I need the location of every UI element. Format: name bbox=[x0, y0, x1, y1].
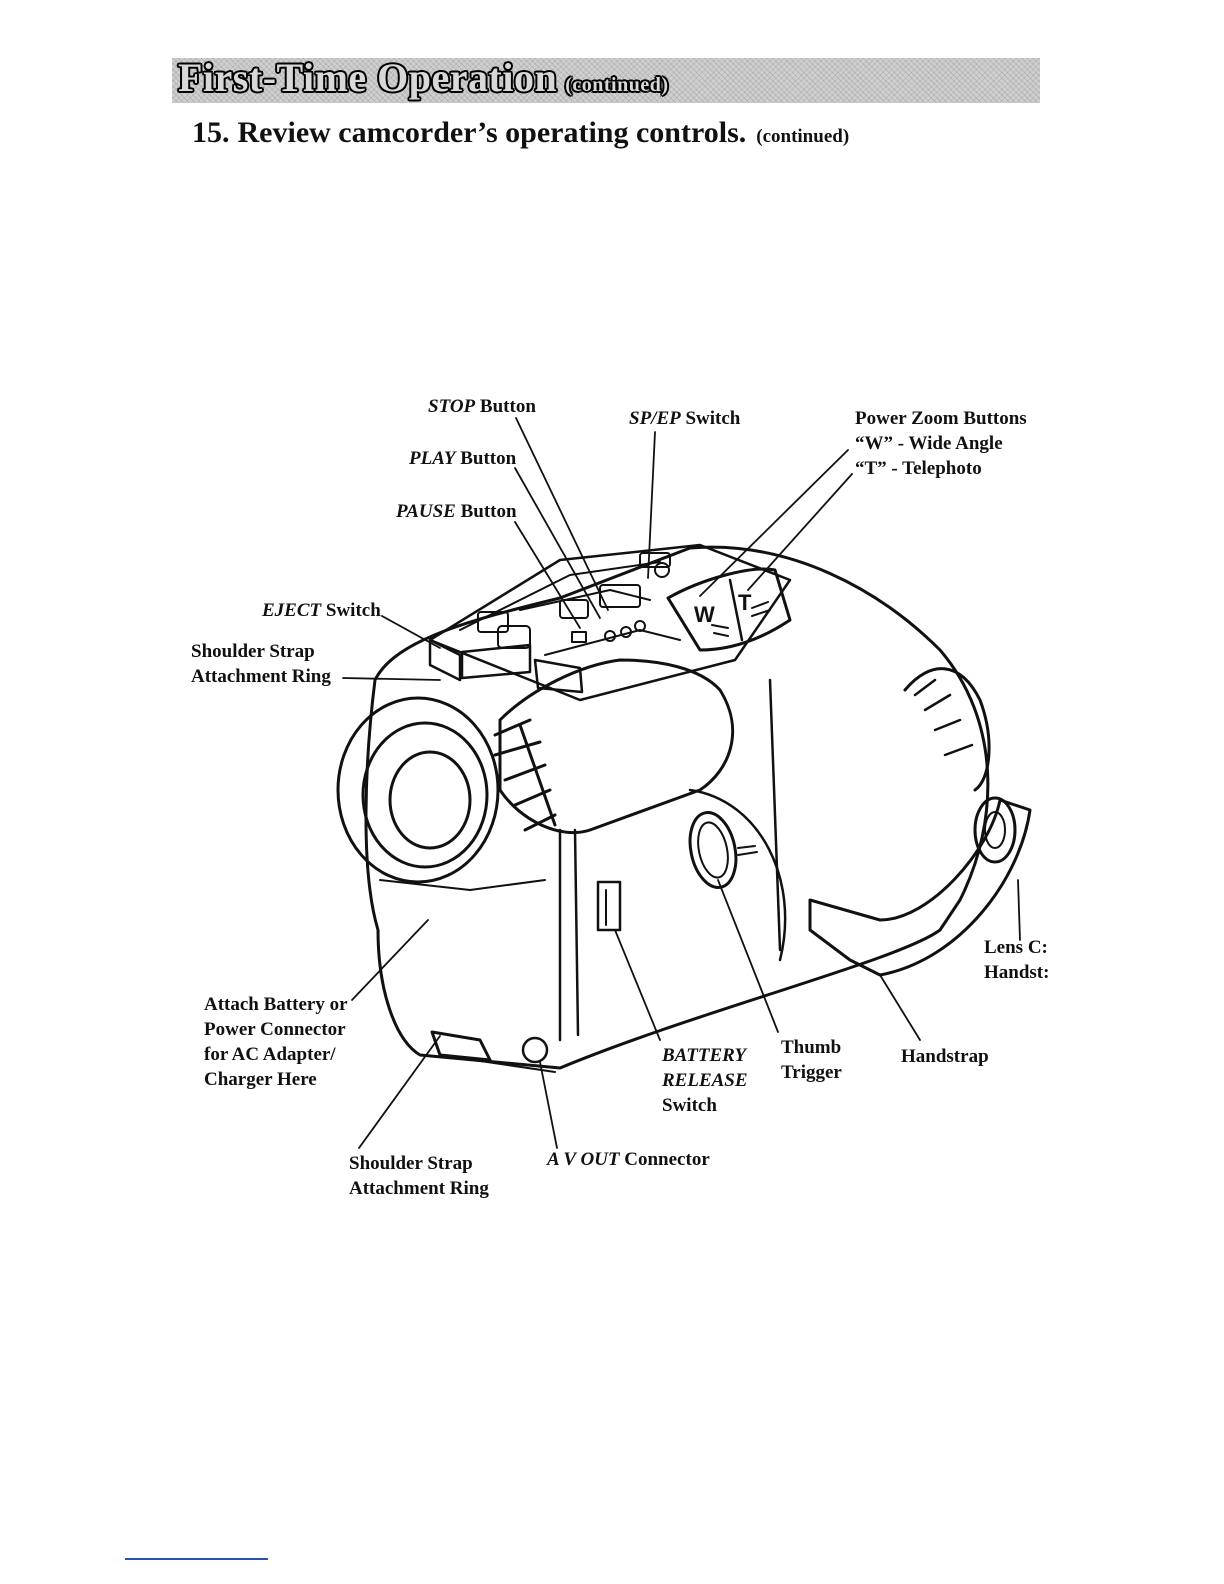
label-battery-attach-line2: Power Connector bbox=[204, 1019, 346, 1040]
label-battery-release: BATTERY RELEASE Switch bbox=[662, 1043, 748, 1118]
label-shoulder-top-line2: Attachment Ring bbox=[191, 666, 331, 687]
label-handstrap: Handstrap bbox=[901, 1046, 989, 1067]
label-pause-button: PAUSE Button bbox=[396, 499, 517, 524]
label-lens-cap-line2: Handst: bbox=[984, 962, 1050, 983]
label-stop-button: STOP Button bbox=[428, 394, 536, 419]
section-title: First-Time Operation (continued) bbox=[178, 54, 669, 101]
label-battery-attach-line4: Charger Here bbox=[204, 1069, 317, 1090]
label-battery-release-line2: RELEASE bbox=[662, 1070, 748, 1091]
step-heading-continued: (continued) bbox=[756, 126, 850, 147]
label-battery-release-line1: BATTERY bbox=[662, 1045, 747, 1066]
label-zoom-line3: “T” - Telephoto bbox=[855, 458, 982, 479]
label-zoom-line1: Power Zoom Buttons bbox=[855, 408, 1027, 429]
battery-release bbox=[596, 880, 622, 932]
label-battery-release-line3: Switch bbox=[662, 1095, 717, 1116]
handstrap bbox=[808, 798, 1032, 977]
thumb-trigger bbox=[688, 811, 738, 889]
zoom-w-label: W bbox=[694, 602, 715, 627]
label-avout-em: A V OUT bbox=[547, 1149, 620, 1170]
label-shoulder-bottom-line2: Attachment Ring bbox=[349, 1178, 489, 1199]
label-eject-switch: EJECT Switch bbox=[262, 598, 381, 623]
label-stop-em: STOP bbox=[428, 396, 476, 417]
label-shoulder-strap-top: Shoulder Strap Attachment Ring bbox=[191, 639, 331, 689]
label-spep-em: SP/EP bbox=[629, 408, 681, 429]
camcorder-body bbox=[364, 545, 990, 1070]
label-lens-cap: Lens C: Handst: bbox=[984, 935, 1049, 985]
leader-lines bbox=[342, 417, 1021, 1149]
label-av-out: A V OUT Connector bbox=[547, 1147, 710, 1172]
label-thumb-line2: Trigger bbox=[781, 1062, 842, 1083]
section-title-continued: (continued) bbox=[565, 74, 669, 96]
control-panel bbox=[428, 543, 792, 702]
label-spep-switch: SP/EP Switch bbox=[629, 406, 740, 431]
section-title-text: First-Time Operation bbox=[178, 55, 558, 100]
label-avout-rest: Connector bbox=[619, 1149, 710, 1170]
label-zoom-line2: “W” - Wide Angle bbox=[855, 433, 1003, 454]
step-number: 15. bbox=[192, 116, 230, 149]
section-banner bbox=[172, 58, 1040, 103]
label-power-zoom: Power Zoom Buttons “W” - Wide Angle “T” … bbox=[855, 406, 1027, 481]
label-eject-em: EJECT bbox=[262, 600, 322, 621]
av-out-connector bbox=[521, 1036, 549, 1064]
label-shoulder-strap-bottom: Shoulder Strap Attachment Ring bbox=[349, 1151, 489, 1201]
label-pause-em: PAUSE bbox=[396, 501, 456, 522]
label-shoulder-top-line1: Shoulder Strap bbox=[191, 641, 315, 662]
label-eject-rest: Switch bbox=[321, 600, 381, 621]
viewfinder bbox=[498, 658, 735, 835]
label-battery-attach-line1: Attach Battery or bbox=[204, 994, 348, 1015]
zoom-t-label: T bbox=[738, 590, 752, 615]
label-thumb-trigger: Thumb Trigger bbox=[781, 1035, 842, 1085]
lens-ring bbox=[903, 667, 991, 792]
label-battery-attach-line3: for AC Adapter/ bbox=[204, 1044, 336, 1065]
label-shoulder-bottom-line1: Shoulder Strap bbox=[349, 1153, 473, 1174]
label-pause-rest: Button bbox=[455, 501, 517, 522]
label-stop-rest: Button bbox=[475, 396, 536, 417]
label-battery-attach: Attach Battery or Power Connector for AC… bbox=[204, 992, 348, 1092]
label-play-rest: Button bbox=[455, 448, 517, 469]
step-heading: 15.Review camcorder’s operating controls… bbox=[192, 116, 849, 150]
zoom-rocker bbox=[666, 567, 792, 652]
label-play-em: PLAY bbox=[409, 448, 456, 469]
footer-rule bbox=[125, 1558, 268, 1560]
step-heading-text: Review camcorder’s operating controls. bbox=[237, 116, 747, 149]
eyecup bbox=[336, 696, 500, 884]
label-lens-cap-line1: Lens C: bbox=[984, 937, 1048, 958]
eject-switch bbox=[428, 638, 462, 682]
label-play-button: PLAY Button bbox=[409, 446, 516, 471]
label-spep-rest: Switch bbox=[680, 408, 741, 429]
label-thumb-line1: Thumb bbox=[781, 1037, 842, 1058]
